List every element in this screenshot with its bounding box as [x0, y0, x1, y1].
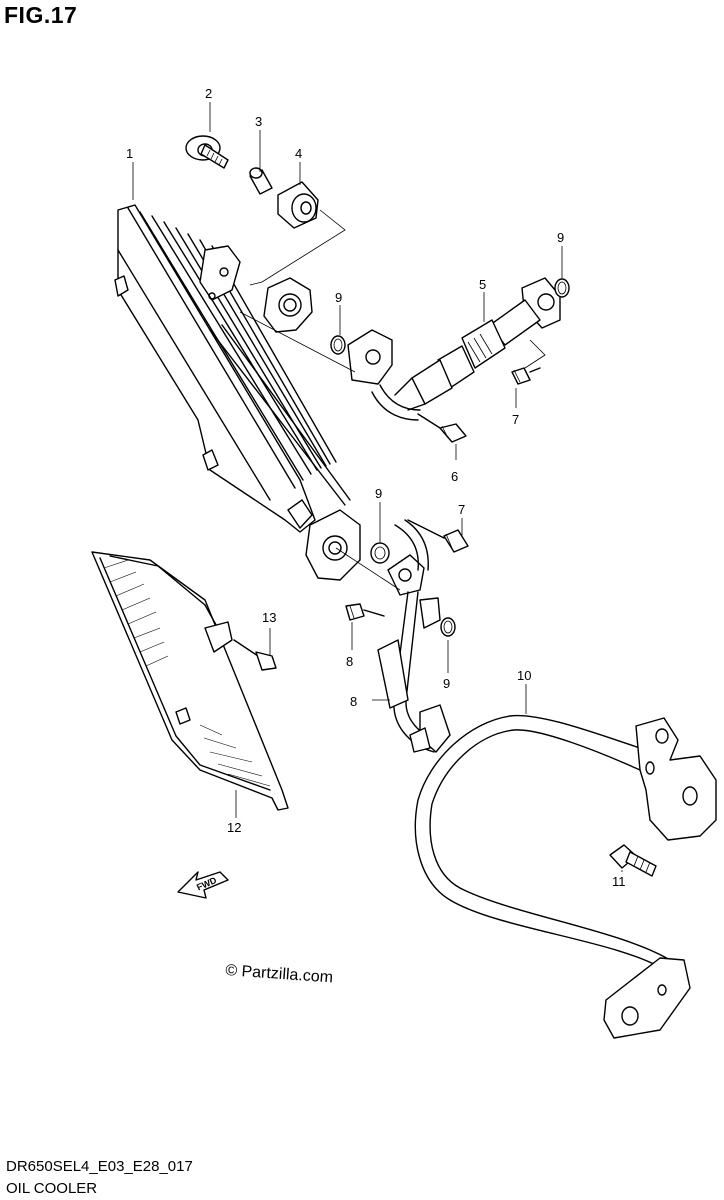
figure-model-code: DR650SEL4_E03_E28_017: [6, 1158, 193, 1175]
bolt-8-lower: [345, 603, 385, 621]
callout-9-c: 9: [375, 486, 382, 501]
bolt-7-lower: [407, 519, 469, 553]
callout-3: 3: [255, 114, 262, 129]
leader-grommet-to-cooler: [249, 209, 346, 286]
callout-8-lower: 8: [346, 654, 353, 669]
collar-3: [249, 167, 273, 195]
bolt-11: [609, 844, 657, 877]
figure-name: OIL COOLER: [6, 1180, 98, 1197]
grommet-4: [277, 181, 319, 229]
fwd-arrow-icon: FWD: [177, 871, 229, 899]
o-ring-9-c: [370, 542, 390, 564]
callout-11: 11: [612, 874, 626, 889]
callout-13: 13: [262, 610, 276, 625]
fwd-arrow-label: FWD: [195, 875, 218, 893]
callout-1: 1: [126, 146, 133, 161]
callout-5: 5: [479, 277, 486, 292]
upper-union-fitting: [347, 329, 421, 421]
callout-4: 4: [295, 146, 302, 161]
o-ring-9-d: [440, 617, 456, 637]
oil-cooler-radiator: [114, 204, 361, 581]
leader-hose-bolt: [524, 339, 546, 369]
o-ring-9-b: [330, 335, 346, 355]
callout-9-b: 9: [335, 290, 342, 305]
callout-9-a: 9: [557, 230, 564, 245]
oil-hose-5: [394, 277, 561, 411]
bolt-13: [233, 639, 277, 671]
callout-7-upper: 6: [451, 469, 458, 484]
oil-pipe-6: [377, 519, 451, 753]
bolt-7-upper: [417, 413, 467, 443]
guard-bar-10: [414, 714, 717, 1039]
callout-12: 12: [227, 820, 241, 835]
callout-9-d: 9: [443, 676, 450, 691]
callout-leaders: [132, 102, 623, 872]
callout-7-lower: 7: [458, 502, 465, 517]
o-ring-9-a: [554, 278, 570, 298]
callout-10: 10: [517, 668, 531, 683]
figure-title: FIG.17: [4, 2, 78, 28]
callout-2: 2: [205, 86, 212, 101]
cooler-guard-12: [91, 551, 289, 811]
callout-8-upper: 7: [512, 412, 519, 427]
mounting-bolt-2: [185, 135, 229, 169]
bolt-8-upper: [511, 367, 541, 385]
callout-6: 8: [350, 694, 357, 709]
